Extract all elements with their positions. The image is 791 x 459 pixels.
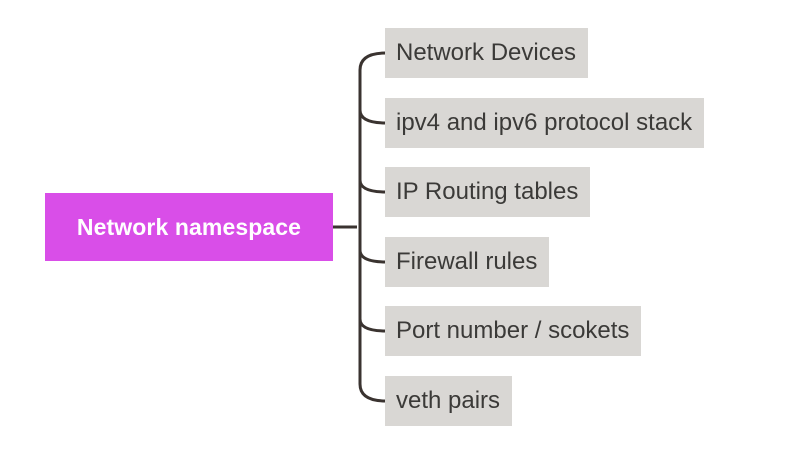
- child-node-label: ipv4 and ipv6 protocol stack: [396, 109, 693, 136]
- branch-tick-2: [358, 109, 387, 125]
- branch-tick-5: [358, 318, 387, 333]
- child-node-veth-pairs: veth pairs: [385, 376, 513, 426]
- child-node-label: IP Routing tables: [396, 178, 579, 205]
- branch-tick-3: [358, 179, 387, 194]
- child-node-firewall-rules: Firewall rules: [385, 237, 550, 287]
- branch-tick-4: [358, 249, 387, 264]
- root-node-network-namespace: Network namespace: [45, 193, 333, 261]
- child-node-port-sockets: Port number / scokets: [385, 306, 642, 356]
- child-node-label: Port number / scokets: [396, 317, 630, 344]
- child-node-network-devices: Network Devices: [385, 28, 589, 78]
- child-node-label: Network Devices: [396, 39, 577, 66]
- child-node-protocol-stack: ipv4 and ipv6 protocol stack: [385, 98, 705, 148]
- child-node-label: Firewall rules: [396, 248, 538, 275]
- child-node-label: veth pairs: [396, 387, 501, 414]
- branch-spine: [358, 51, 387, 403]
- root-node-label: Network namespace: [76, 213, 302, 240]
- child-node-routing-tables: IP Routing tables: [385, 167, 591, 217]
